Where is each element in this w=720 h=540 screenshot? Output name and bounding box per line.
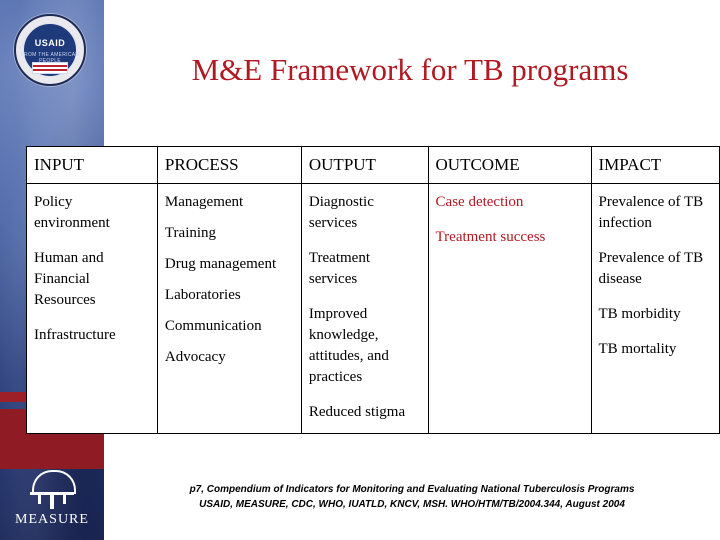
measure-tick-left-shape (38, 495, 41, 504)
measure-logo: MEASURE (12, 470, 92, 532)
list-item: Reduced stigma (308, 404, 406, 420)
list-item: Infrastructure (34, 327, 116, 343)
column-header-process: PROCESS (156, 146, 302, 184)
table-header-row: INPUT PROCESS OUTPUT OUTCOME IMPACT (26, 146, 720, 184)
list-item: Treatment success (435, 229, 546, 245)
list-item: TB mortality (598, 341, 677, 357)
measure-stem-shape (50, 495, 54, 509)
measure-tick-right-shape (63, 495, 66, 504)
list-item: Prevalence of TB disease (598, 250, 704, 287)
usaid-seal-label: USAID (34, 38, 66, 48)
list-item: Laboratories (164, 287, 241, 303)
measure-bar-shape (30, 492, 74, 495)
column-header-input: INPUT (26, 146, 158, 184)
column-cell-output: Diagnostic services Treatment services I… (300, 183, 429, 434)
page-title: M&E Framework for TB programs (191, 52, 629, 87)
citation-line-1: p7, Compendium of Indicators for Monitor… (189, 484, 635, 495)
framework-table: INPUT PROCESS OUTPUT OUTCOME IMPACT Poli… (26, 146, 720, 434)
column-cell-input: Policy environment Human and Financial R… (26, 183, 158, 434)
column-header-outcome: OUTCOME (427, 146, 592, 184)
source-citation: p7, Compendium of Indicators for Monitor… (104, 482, 720, 512)
measure-logo-label: MEASURE (15, 512, 89, 527)
column-header-output: OUTPUT (300, 146, 429, 184)
measure-emblem-icon (30, 470, 76, 510)
column-cell-outcome: Case detection Treatment success (427, 183, 592, 434)
list-item: TB morbidity (598, 306, 681, 322)
list-item: Human and Financial Resources (34, 250, 104, 308)
list-item: Policy environment (34, 194, 110, 231)
list-item: Prevalence of TB infection (598, 194, 704, 231)
usaid-seal-subtitle: FROM THE AMERICAN PEOPLE (20, 52, 80, 64)
citation-line-2: USAID, MEASURE, CDC, WHO, IUATLD, KNCV, … (199, 499, 625, 510)
list-item: Advocacy (164, 349, 226, 365)
list-item: Management (164, 194, 244, 210)
column-cell-impact: Prevalence of TB infection Prevalence of… (590, 183, 720, 434)
list-item: Communication (164, 318, 262, 334)
list-item: Drug management (164, 256, 277, 272)
list-item: Treatment services (308, 250, 370, 287)
list-item: Diagnostic services (308, 194, 374, 231)
list-item: Training (164, 225, 217, 241)
seal-flag-stripes-icon (32, 62, 68, 74)
measure-arc-shape (32, 470, 76, 494)
table-body-row: Policy environment Human and Financial R… (26, 183, 720, 434)
column-header-impact: IMPACT (590, 146, 720, 184)
column-cell-process: Management Training Drug management Labo… (156, 183, 302, 434)
usaid-seal-icon: USAID FROM THE AMERICAN PEOPLE (14, 14, 86, 86)
list-item: Improved knowledge, attitudes, and pract… (308, 306, 389, 385)
list-item: Case detection (435, 194, 524, 210)
